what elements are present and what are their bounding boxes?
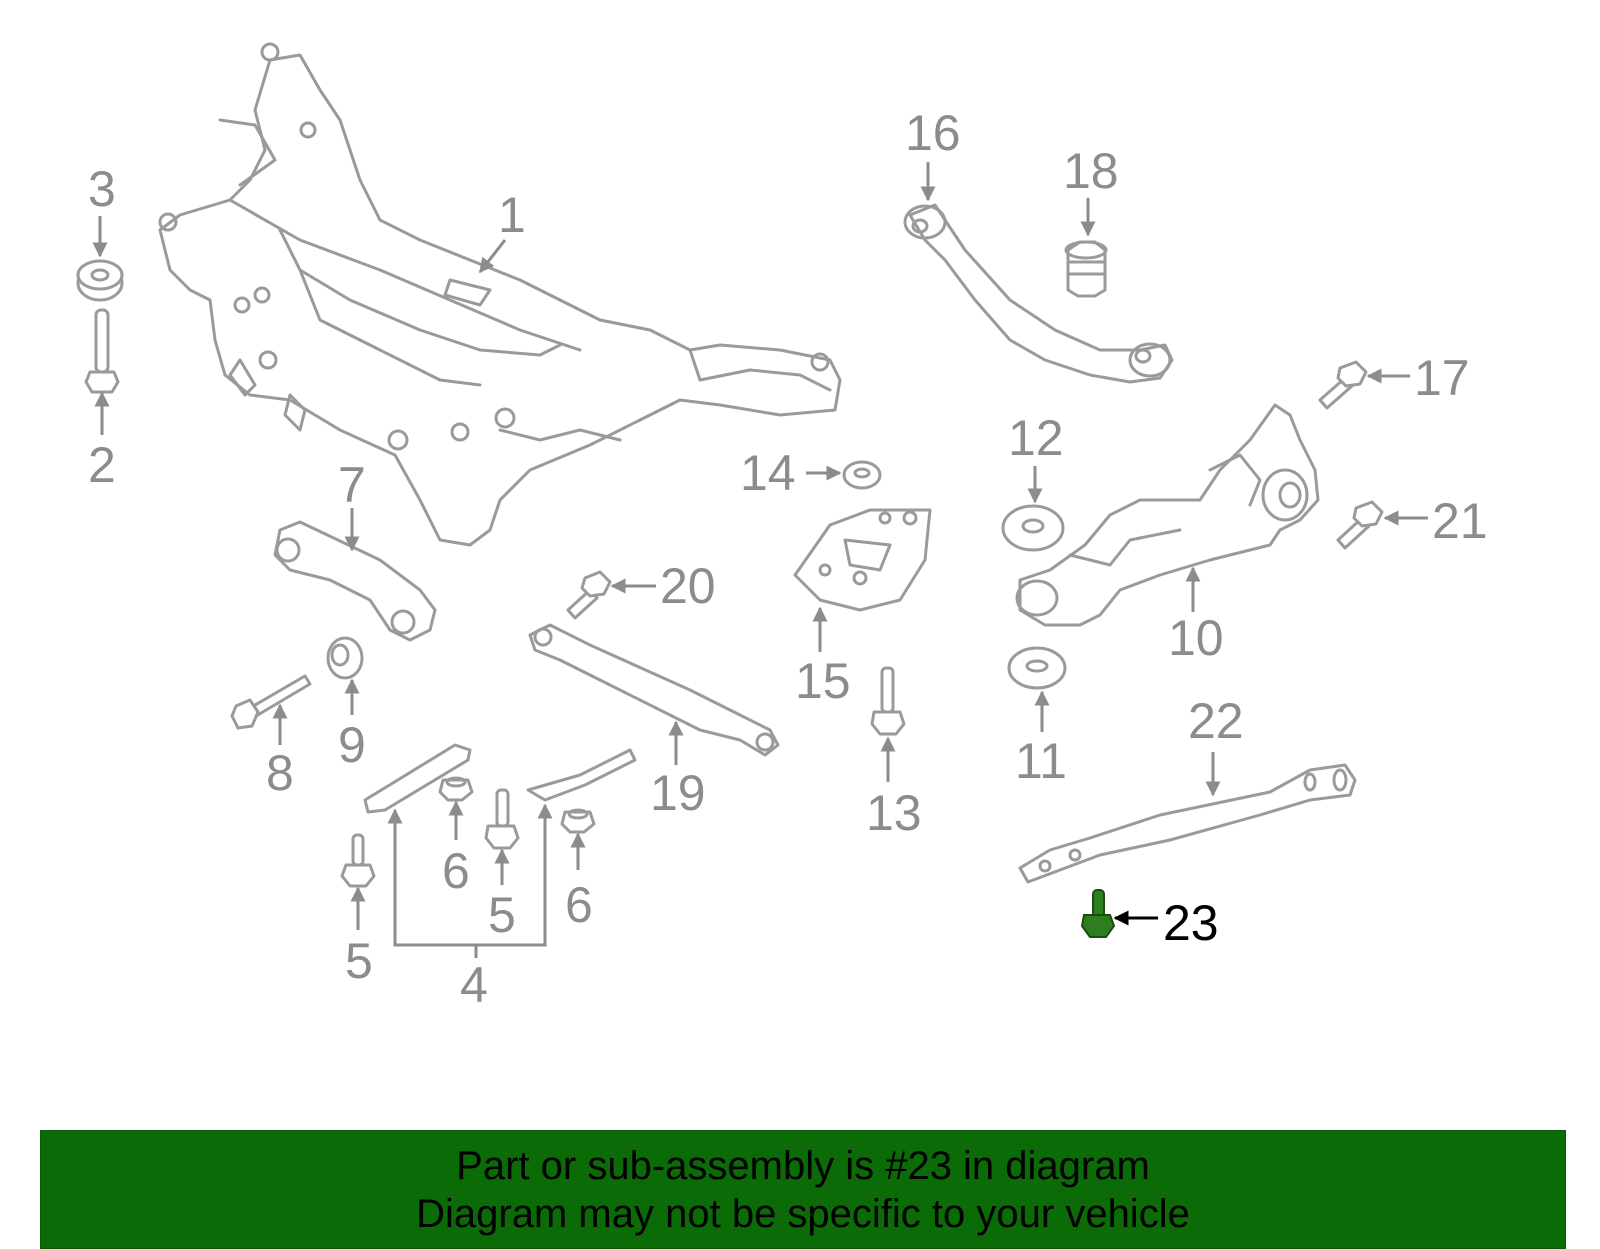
callout-16: 16 [905,105,961,202]
callout-20: 20 [610,558,716,614]
part-3-washer [76,259,124,302]
svg-text:15: 15 [795,653,851,709]
part-8-bolt [230,674,312,730]
svg-text:11: 11 [1015,733,1067,789]
part-14-washer [842,460,882,490]
callout-12: 12 [1008,410,1064,504]
callout-8: 8 [266,703,294,801]
part-18-bumper [1064,240,1108,298]
callout-3: 3 [88,161,116,258]
callout-17: 17 [1366,350,1470,406]
svg-text:1: 1 [498,187,526,243]
part-15-bracket [793,508,932,612]
svg-text:21: 21 [1432,493,1488,549]
callout-21: 21 [1383,493,1488,549]
svg-text:7: 7 [338,457,366,513]
callout-11: 11 [1015,690,1067,789]
callout-9: 9 [338,678,366,773]
callout-1: 1 [478,187,526,274]
callout-5b: 5 [488,848,516,943]
part-2-bolt [84,308,120,394]
svg-text:13: 13 [866,785,922,841]
callout-14: 14 [740,445,842,501]
part-12-seat [1001,504,1065,552]
callout-19: 19 [650,720,706,821]
svg-text:23: 23 [1163,895,1219,951]
part-1-subframe [158,42,842,547]
part-20-bolt [566,570,612,620]
callout-15: 15 [795,606,851,709]
callout-13: 13 [866,736,922,841]
part-17-bolt [1318,360,1368,410]
svg-text:4: 4 [460,957,488,1013]
svg-text:22: 22 [1188,693,1244,749]
svg-text:18: 18 [1063,143,1119,199]
svg-text:5: 5 [345,933,373,989]
banner-line-2: Diagram may not be specific to your vehi… [416,1191,1190,1236]
part-21-bolt [1336,500,1384,550]
callout-22: 22 [1188,693,1244,797]
info-banner: Part or sub-assembly is #23 in diagram D… [40,1130,1566,1249]
svg-text:2: 2 [88,437,116,493]
svg-text:12: 12 [1008,410,1064,466]
svg-text:5: 5 [488,887,516,943]
part-6-nut-b [560,808,596,834]
callout-5a: 5 [345,886,373,989]
svg-text:19: 19 [650,765,706,821]
svg-text:8: 8 [266,745,294,801]
svg-text:6: 6 [565,877,593,933]
parts-diagram: 1 3 2 7 9 8 [76,42,1488,1013]
part-16-upper-arm [903,203,1174,384]
svg-text:17: 17 [1414,350,1470,406]
svg-text:20: 20 [660,558,716,614]
callout-6b: 6 [565,832,593,933]
part-5-bolt-b [484,788,520,850]
part-7-link [273,520,437,642]
callout-23: 23 [1113,895,1219,951]
part-22-bar [1018,763,1357,884]
callout-4: 4 [387,803,553,1013]
part-6-nut-a [438,776,474,802]
part-23-bolt-highlighted[interactable] [1080,889,1116,938]
svg-text:14: 14 [740,445,796,501]
svg-text:3: 3 [88,161,116,217]
part-13-bolt [870,666,906,736]
callout-10: 10 [1168,566,1224,666]
banner-line-1: Part or sub-assembly is #23 in diagram [456,1143,1150,1188]
svg-text:10: 10 [1168,610,1224,666]
part-9-bushing [326,636,364,680]
part-5-bolt-a [340,833,376,888]
svg-text:9: 9 [338,717,366,773]
callout-2: 2 [88,391,116,493]
part-11-seat [1007,646,1067,690]
svg-text:6: 6 [442,843,470,899]
callout-18: 18 [1063,143,1119,237]
svg-text:16: 16 [905,105,961,161]
callout-7: 7 [338,457,366,552]
callout-6a: 6 [442,800,470,899]
part-4-brackets [363,743,637,814]
part-19-lateral-link [528,623,780,757]
part-10-knuckle [1015,403,1320,627]
